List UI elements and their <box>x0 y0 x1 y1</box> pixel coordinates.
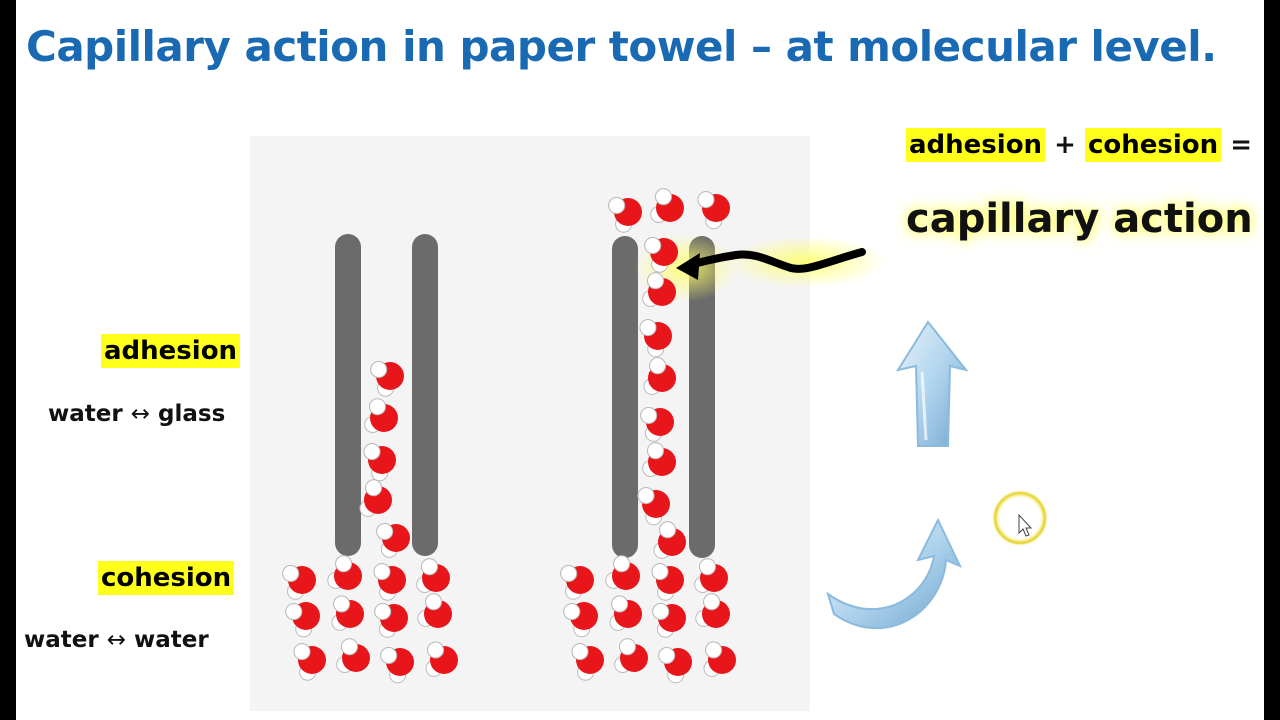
tube-wall-left-1 <box>335 234 361 556</box>
water-molecule <box>695 593 730 628</box>
water-molecule <box>651 563 684 601</box>
equation-cohesion: cohesion <box>1084 128 1222 162</box>
cohesion-description: water ↔ water <box>24 627 209 653</box>
tube-left <box>335 234 438 556</box>
water-molecule <box>373 563 406 601</box>
adhesion-desc-left: water <box>48 401 123 427</box>
adhesion-desc-right: glass <box>158 401 226 427</box>
water-molecule <box>697 191 730 230</box>
water-molecule <box>643 357 676 395</box>
water-molecule <box>374 603 408 638</box>
water-molecule <box>293 643 326 681</box>
diagram-canvas <box>250 136 1048 711</box>
water-molecule <box>644 237 678 273</box>
water-curved-arrow-icon <box>826 517 963 630</box>
water-molecule <box>652 603 686 638</box>
water-molecule <box>658 647 692 684</box>
water-molecule <box>416 558 450 593</box>
water-molecule <box>637 487 670 526</box>
water-molecule <box>376 523 410 558</box>
water-molecule <box>605 555 640 590</box>
equation-result: capillary action <box>906 196 1253 242</box>
tube-right <box>612 236 715 558</box>
pointer-arrow-line <box>684 248 866 273</box>
water-molecule <box>642 272 676 307</box>
water-molecule <box>327 555 362 590</box>
tube-wall-right-2 <box>689 236 715 558</box>
water-molecule <box>363 443 396 482</box>
double-arrow-icon: ↔ <box>106 627 127 653</box>
mouse-cursor-icon <box>1018 513 1033 537</box>
water-up-arrow-icon <box>895 320 969 447</box>
slide: Capillary action in paper towel – at mol… <box>16 0 1264 720</box>
tube-wall-right-1 <box>612 236 638 558</box>
water-molecule <box>642 442 676 477</box>
water-molecule <box>640 407 674 442</box>
water-molecule <box>331 595 364 631</box>
water-molecule <box>282 565 316 600</box>
water-molecule <box>380 647 414 684</box>
cohesion-desc-right: water <box>134 627 209 653</box>
adhesion-description: water ↔ glass <box>48 401 225 427</box>
water-molecule <box>703 641 736 677</box>
water-molecule <box>425 641 458 677</box>
double-arrow-icon: ↔ <box>130 401 151 427</box>
water-molecule <box>653 521 686 559</box>
tube-wall-left-2 <box>412 234 438 556</box>
water-molecule <box>639 319 672 358</box>
equation: adhesion + cohesion = <box>906 128 1253 162</box>
water-molecule <box>694 558 728 593</box>
cohesion-label: cohesion <box>98 561 235 595</box>
equation-adhesion: adhesion <box>906 128 1046 162</box>
water-molecule <box>285 602 320 638</box>
highlight-glow-trail <box>726 236 886 288</box>
water-molecule <box>650 188 684 223</box>
water-molecule <box>370 361 404 397</box>
pointer-arrow-head <box>676 253 700 280</box>
water-molecule <box>563 602 598 638</box>
water-molecule <box>336 638 370 673</box>
water-molecule <box>359 479 392 517</box>
page-title: Capillary action in paper towel – at mol… <box>26 22 1217 71</box>
water-molecule <box>614 638 648 673</box>
water-molecule <box>364 398 398 433</box>
equation-equals: = <box>1230 130 1253 160</box>
water-molecule <box>608 197 642 233</box>
water-molecule <box>417 593 452 628</box>
adhesion-label: adhesion <box>101 334 241 368</box>
water-molecule <box>609 595 642 631</box>
water-molecule <box>560 565 594 600</box>
water-molecule <box>571 643 604 681</box>
water-molecules <box>282 188 736 684</box>
cohesion-desc-left: water <box>24 627 99 653</box>
equation-plus: + <box>1054 130 1076 160</box>
